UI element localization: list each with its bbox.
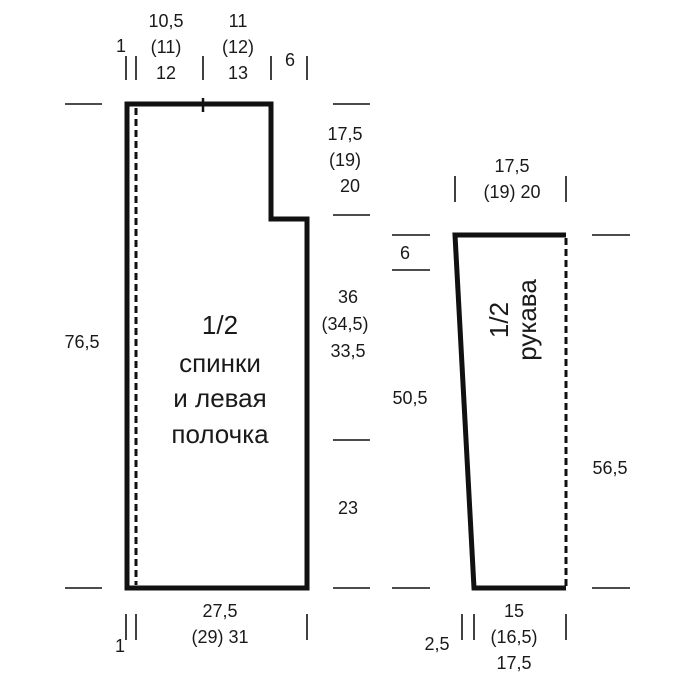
bottom-dim-edge: 1 [115,636,125,656]
right-dim-upper-1: 17,5 [327,124,362,144]
back-label-line-2: спинки [179,348,261,378]
right-dim-lower: 23 [338,498,358,518]
sleeve-bottom-dim-2: (16,5) [490,627,537,647]
back-label-line-4: полочка [171,419,269,449]
top-dim-a-1: 10,5 [148,11,183,31]
sleeve-label-line-2: рукава [512,279,542,361]
sleeve-left-upper-dim: 6 [400,243,410,263]
top-dim-a-3: 12 [156,63,176,83]
top-dim-edge: 1 [116,36,126,56]
sleeve-left-dim: 50,5 [392,388,427,408]
sleeve-top-dim-2: (19) 20 [483,182,540,202]
back-piece-outline [124,101,310,591]
sleeve-bottom-dim-1: 15 [504,601,524,621]
sleeve-bottom-dim-edge: 2,5 [424,634,449,654]
right-dim-upper-2: (19) [329,150,361,170]
bottom-dim-width-1: 27,5 [202,601,237,621]
top-dim-b-1: 11 [229,11,248,31]
top-dim-a-2: (11) [151,37,182,57]
right-dim-middle-1: 36 [338,287,358,307]
back-label-line-1: 1/2 [202,310,238,340]
right-dim-middle-3: 33,5 [330,341,365,361]
sleeve-bottom-dim-3: 17,5 [496,653,531,673]
sleeve-outline [452,232,566,591]
sleeve-label-line-1: 1/2 [484,302,514,338]
back-piece: 1 10,5 (11) 12 11 (12) 13 6 17,5 (19) 20… [64,11,370,656]
top-dim-b-3: 13 [228,63,248,83]
top-dim-b-2: (12) [222,37,254,57]
back-label-line-3: и левая [173,383,266,413]
sleeve-piece: 17,5 (19) 20 6 50,5 56,5 2,5 15 (16,5) 1… [392,156,630,673]
sleeve-right-dim: 56,5 [592,458,627,478]
top-dim-c: 6 [285,50,295,70]
right-dim-middle-2: (34,5) [321,314,368,334]
left-dim: 76,5 [64,332,99,352]
sleeve-label: 1/2 рукава [484,279,542,361]
bottom-dim-width-2: (29) 31 [191,627,248,647]
sleeve-top-dim-1: 17,5 [494,156,529,176]
right-dim-upper-3: 20 [340,176,360,196]
